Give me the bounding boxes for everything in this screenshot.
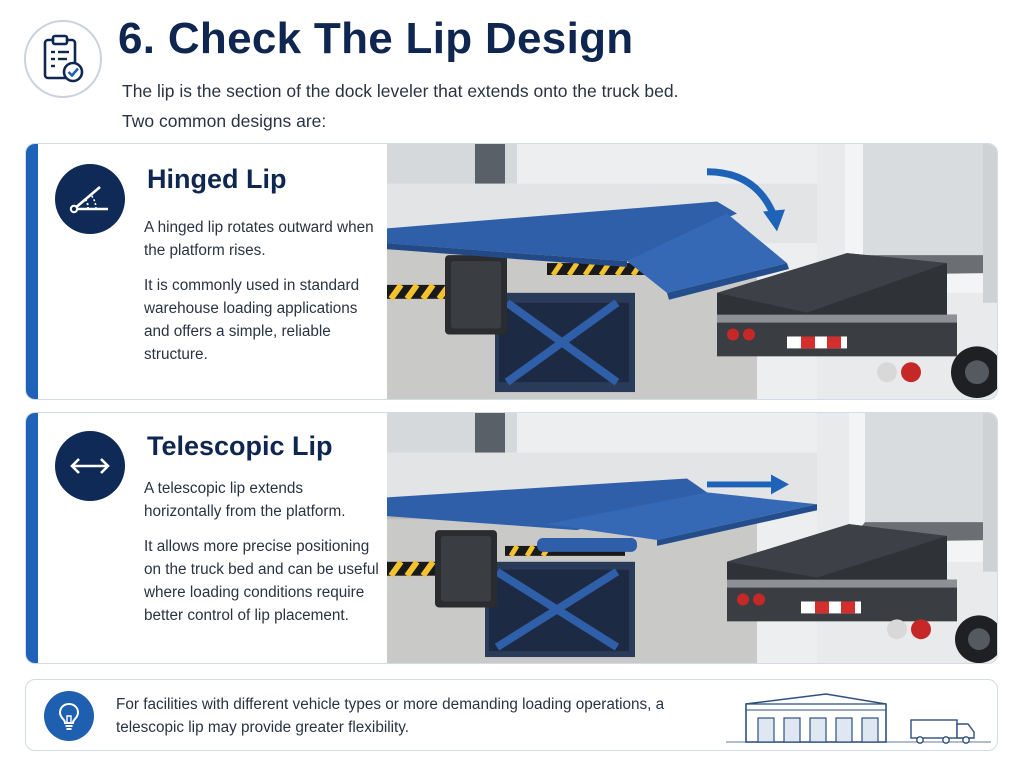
intro-text: The lip is the section of the dock level… bbox=[122, 76, 1002, 136]
telescopic-lip-illustration bbox=[387, 413, 997, 663]
hinged-angle-icon bbox=[55, 164, 125, 234]
horizontal-arrows-icon bbox=[55, 431, 125, 501]
intro-line-1: The lip is the section of the dock level… bbox=[122, 81, 679, 101]
telescopic-lip-card: Telescopic Lip A telescopic lip extends … bbox=[25, 412, 998, 664]
clipboard-check-icon bbox=[24, 20, 102, 98]
card-description: A telescopic lip extends horizontally fr… bbox=[144, 477, 384, 639]
tip-note-bar: For facilities with different vehicle ty… bbox=[25, 679, 998, 751]
card-accent-bar bbox=[26, 413, 38, 663]
card-paragraph: It allows more precise positioning on th… bbox=[144, 538, 379, 624]
hinged-lip-card: Hinged Lip A hinged lip rotates outward … bbox=[25, 143, 998, 400]
card-title: Telescopic Lip bbox=[147, 431, 333, 461]
card-title: Hinged Lip bbox=[147, 164, 287, 194]
hinged-lip-illustration bbox=[387, 144, 997, 399]
intro-line-2: Two common designs are: bbox=[122, 111, 327, 131]
card-paragraph: A telescopic lip extends horizontally fr… bbox=[144, 480, 346, 520]
card-paragraph: A hinged lip rotates outward when the pl… bbox=[144, 219, 374, 259]
card-description: A hinged lip rotates outward when the pl… bbox=[144, 216, 384, 378]
card-paragraph: It is commonly used in standard warehous… bbox=[144, 277, 360, 363]
page-title: 6. Check The Lip Design bbox=[118, 14, 634, 63]
tip-note-text: For facilities with different vehicle ty… bbox=[116, 696, 665, 736]
lightbulb-icon bbox=[44, 691, 94, 741]
card-accent-bar bbox=[26, 144, 38, 399]
warehouse-truck-illustration bbox=[726, 693, 991, 744]
